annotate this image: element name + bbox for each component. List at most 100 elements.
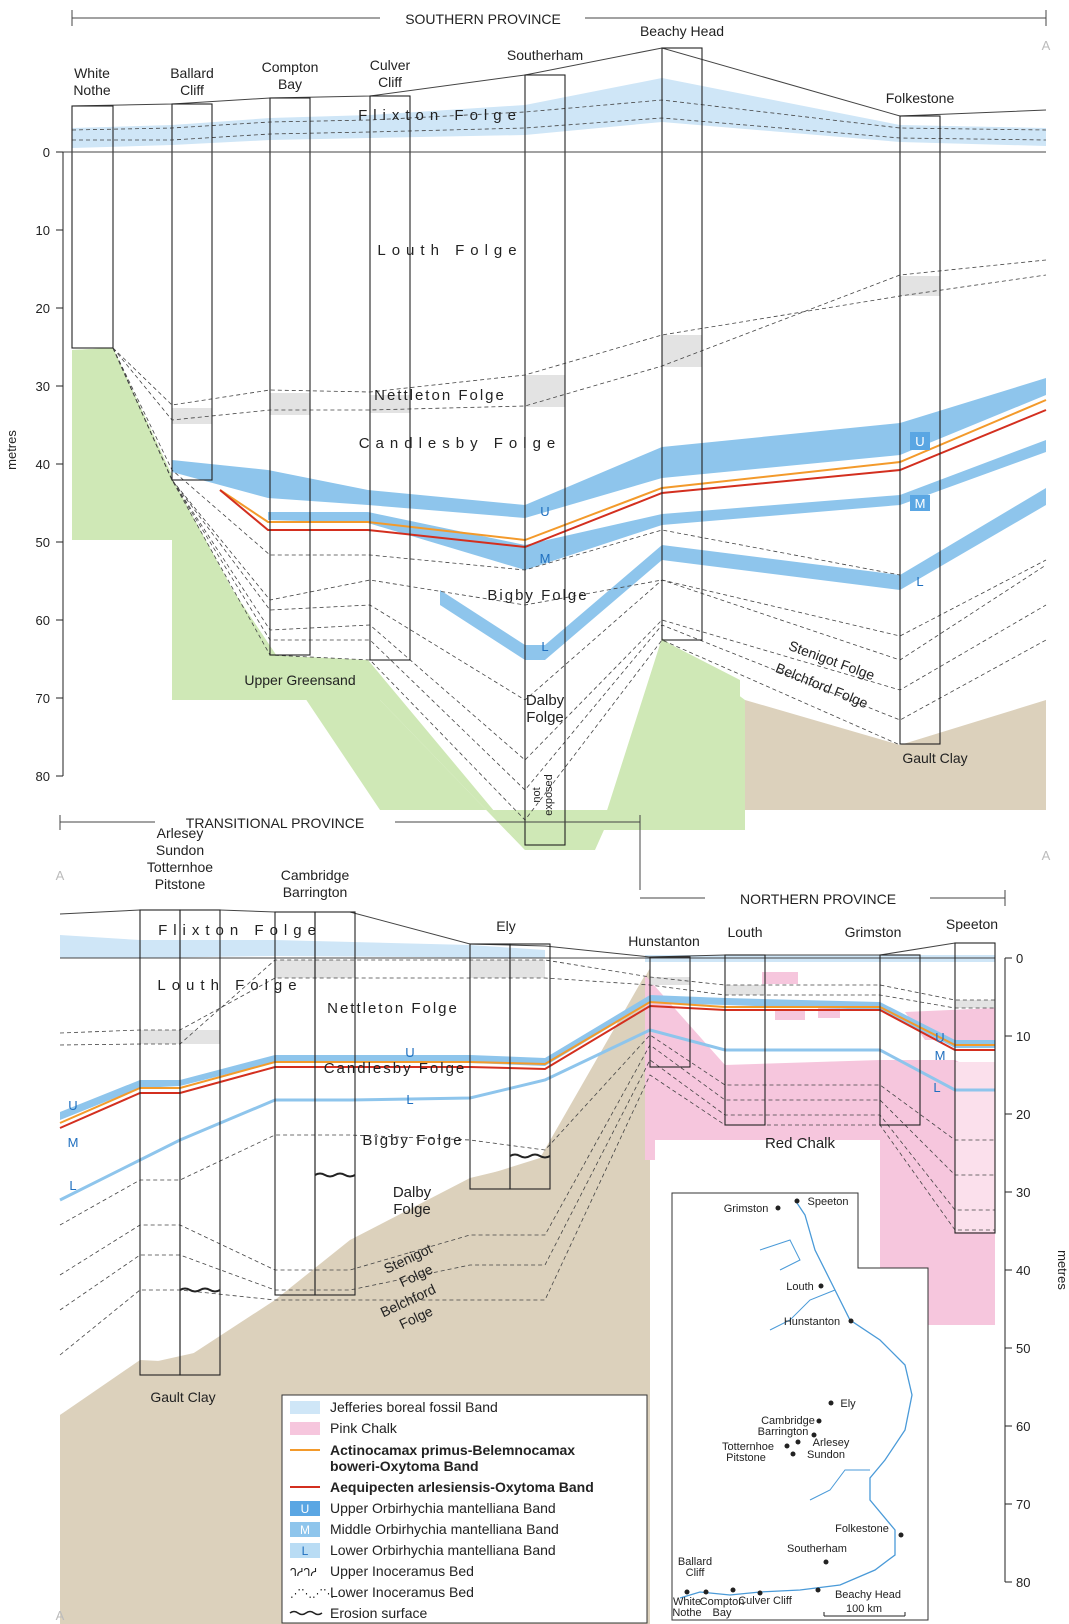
legend: Jefferies boreal fossil Band Pink Chalk …	[281, 1394, 648, 1624]
correlation-lines-lower	[59, 959, 995, 1356]
grey-band-ely	[470, 960, 545, 978]
upper-orbirhychia-band-south	[172, 378, 1046, 518]
map-label-folkestone: Folkestone	[835, 1523, 889, 1535]
section-white-nothe-1: White	[74, 65, 110, 81]
section-white-nothe-2: Nothe	[73, 82, 111, 98]
flixton-folge-label-lower: Flixton Folge	[158, 922, 322, 939]
legend-item-pink-chalk: Pink Chalk	[330, 1420, 398, 1436]
southern-panel: SOUTHERN PROVINCE	[4, 10, 1051, 863]
band-m-folkestone-box	[910, 495, 930, 511]
gault-clay-lower-fill	[60, 975, 645, 1440]
section-arlesey: Arlesey	[157, 825, 204, 841]
legend-pink-swatch	[290, 1422, 320, 1435]
section-compton-bay-1: Compton	[262, 59, 319, 75]
legend-item-aequipecten: Aequipecten arlesiensis-Oxytoma Band	[330, 1479, 594, 1495]
top-surface-south	[71, 47, 1047, 117]
transitional-province-bracket	[59, 815, 641, 890]
section-beachy-head: Beachy Head	[640, 23, 724, 39]
grey-band-louth	[725, 985, 765, 995]
not-exposed-1: not	[531, 787, 543, 802]
legend-item-lower-orbirhychia: Lower Orbirhychia mantelliana Band	[330, 1542, 556, 1558]
r-tick-80: 80	[1016, 1575, 1030, 1590]
tick-50: 50	[36, 535, 50, 550]
metres-axis-label-lower: metres	[1055, 1250, 1069, 1290]
map-label-ballard: Ballard	[678, 1556, 712, 1568]
dalby-folge-label-lower-2: Folge	[393, 1201, 431, 1218]
transitional-province-title: TRANSITIONAL PROVINCE	[186, 815, 364, 831]
map-label-cambridge: Cambridge	[761, 1415, 815, 1427]
upper-greensand-main	[72, 348, 745, 850]
candlesby-folge-label-lower: Candlesby Folge	[324, 1060, 467, 1077]
section-marker-a-right: A	[1042, 848, 1051, 863]
tick-80: 80	[36, 769, 50, 784]
map-label-cliff: Cliff	[686, 1567, 706, 1579]
pink-chalk-1	[762, 972, 798, 984]
grey-band-hunstanton	[650, 977, 690, 985]
not-exposed-2: exposed	[543, 774, 555, 816]
section-marker-a-bottom: A	[56, 1608, 65, 1623]
legend-item-upper-orbirhychia: Upper Orbirhychia mantelliana Band	[330, 1500, 556, 1516]
map-label-culver-cliff: Culver Cliff	[738, 1595, 793, 1607]
flixton-folge-label-south: Flixton Folge	[358, 107, 522, 124]
map-label-compton: Compton	[700, 1596, 745, 1608]
tick-0: 0	[43, 145, 50, 160]
section-southerham: Southerham	[507, 47, 583, 63]
tick-40: 40	[36, 457, 50, 472]
map-scale-label: 100 km	[846, 1603, 882, 1615]
location-map: Grimston Speeton Louth Hunstanton Ely Ca…	[671, 1192, 929, 1621]
map-label-sundon: Sundon	[807, 1449, 845, 1461]
legend-item-upper-inoceramus: Upper Inoceramus Bed	[330, 1563, 474, 1579]
r-tick-30: 30	[1016, 1185, 1030, 1200]
section-hunstanton: Hunstanton	[628, 933, 700, 949]
gault-clay-label-south: Gault Clay	[902, 750, 967, 766]
legend-lower-inoceramus-symbol: ⋰⋱⋰⋱	[290, 1588, 334, 1600]
band-l-left: L	[69, 1178, 76, 1193]
section-columns-south	[71, 47, 941, 846]
section-totternhoe: Totternhoe	[147, 859, 213, 875]
band-u-cambridge: U	[405, 1045, 414, 1060]
tick-30: 30	[36, 379, 50, 394]
grey-band-folkestone	[900, 276, 940, 296]
jefferies-band-south	[72, 78, 1046, 148]
pink-chalk-speeton	[955, 1062, 995, 1232]
legend-item-lower-inoceramus: Lower Inoceramus Bed	[330, 1584, 474, 1600]
louth-folge-label-south: Louth Folge	[377, 242, 522, 259]
legend-item-actinocamax-2: boweri-Oxytoma Band	[330, 1458, 479, 1474]
band-m-folkestone: M	[915, 496, 926, 511]
grey-band-beachy	[662, 335, 702, 367]
section-ballard-cliff-2: Cliff	[180, 82, 204, 98]
band-l-folkestone: L	[916, 574, 923, 589]
grey-band-southerham	[525, 375, 565, 407]
band-l-speeton: L	[933, 1080, 940, 1095]
band-u-folkestone-box	[910, 432, 930, 450]
band-u-speeton: U	[935, 1030, 944, 1045]
map-label-barrington: Barrington	[758, 1426, 809, 1438]
r-tick-50: 50	[1016, 1341, 1030, 1356]
section-ely: Ely	[496, 918, 515, 934]
r-tick-70: 70	[1016, 1497, 1030, 1512]
legend-m-letter: M	[300, 1523, 310, 1537]
gault-clay-label-lower: Gault Clay	[150, 1389, 215, 1405]
bigby-folge-label-lower: Bigby Folge	[362, 1132, 463, 1149]
legend-item-erosion: Erosion surface	[330, 1605, 427, 1621]
section-marker-a-top: A	[1042, 38, 1051, 53]
map-label-hunstanton: Hunstanton	[784, 1316, 840, 1328]
candlesby-folge-label-south: Candlesby Folge	[359, 435, 562, 452]
r-tick-0: 0	[1016, 951, 1023, 966]
r-tick-60: 60	[1016, 1419, 1030, 1434]
section-compton-bay-2: Bay	[278, 76, 302, 92]
legend-item-actinocamax-1: Actinocamax primus-Belemnocamax	[330, 1442, 575, 1458]
legend-item-jefferies: Jefferies boreal fossil Band	[330, 1399, 498, 1415]
map-label-louth: Louth	[786, 1281, 814, 1293]
red-chalk-area	[645, 975, 995, 1325]
band-l-southerham: L	[541, 639, 548, 654]
southern-province-bracket	[71, 10, 1047, 26]
section-barrington: Barrington	[283, 884, 348, 900]
metres-axis-lower	[1004, 957, 1012, 1583]
section-speeton: Speeton	[946, 916, 998, 932]
section-columns-lower	[139, 909, 996, 1376]
louth-folge-label-lower: Louth Folge	[157, 977, 302, 994]
band-u-left: U	[68, 1098, 77, 1113]
dalby-folge-label-south-1: Dalby	[526, 692, 565, 709]
section-pitstone: Pitstone	[155, 876, 206, 892]
